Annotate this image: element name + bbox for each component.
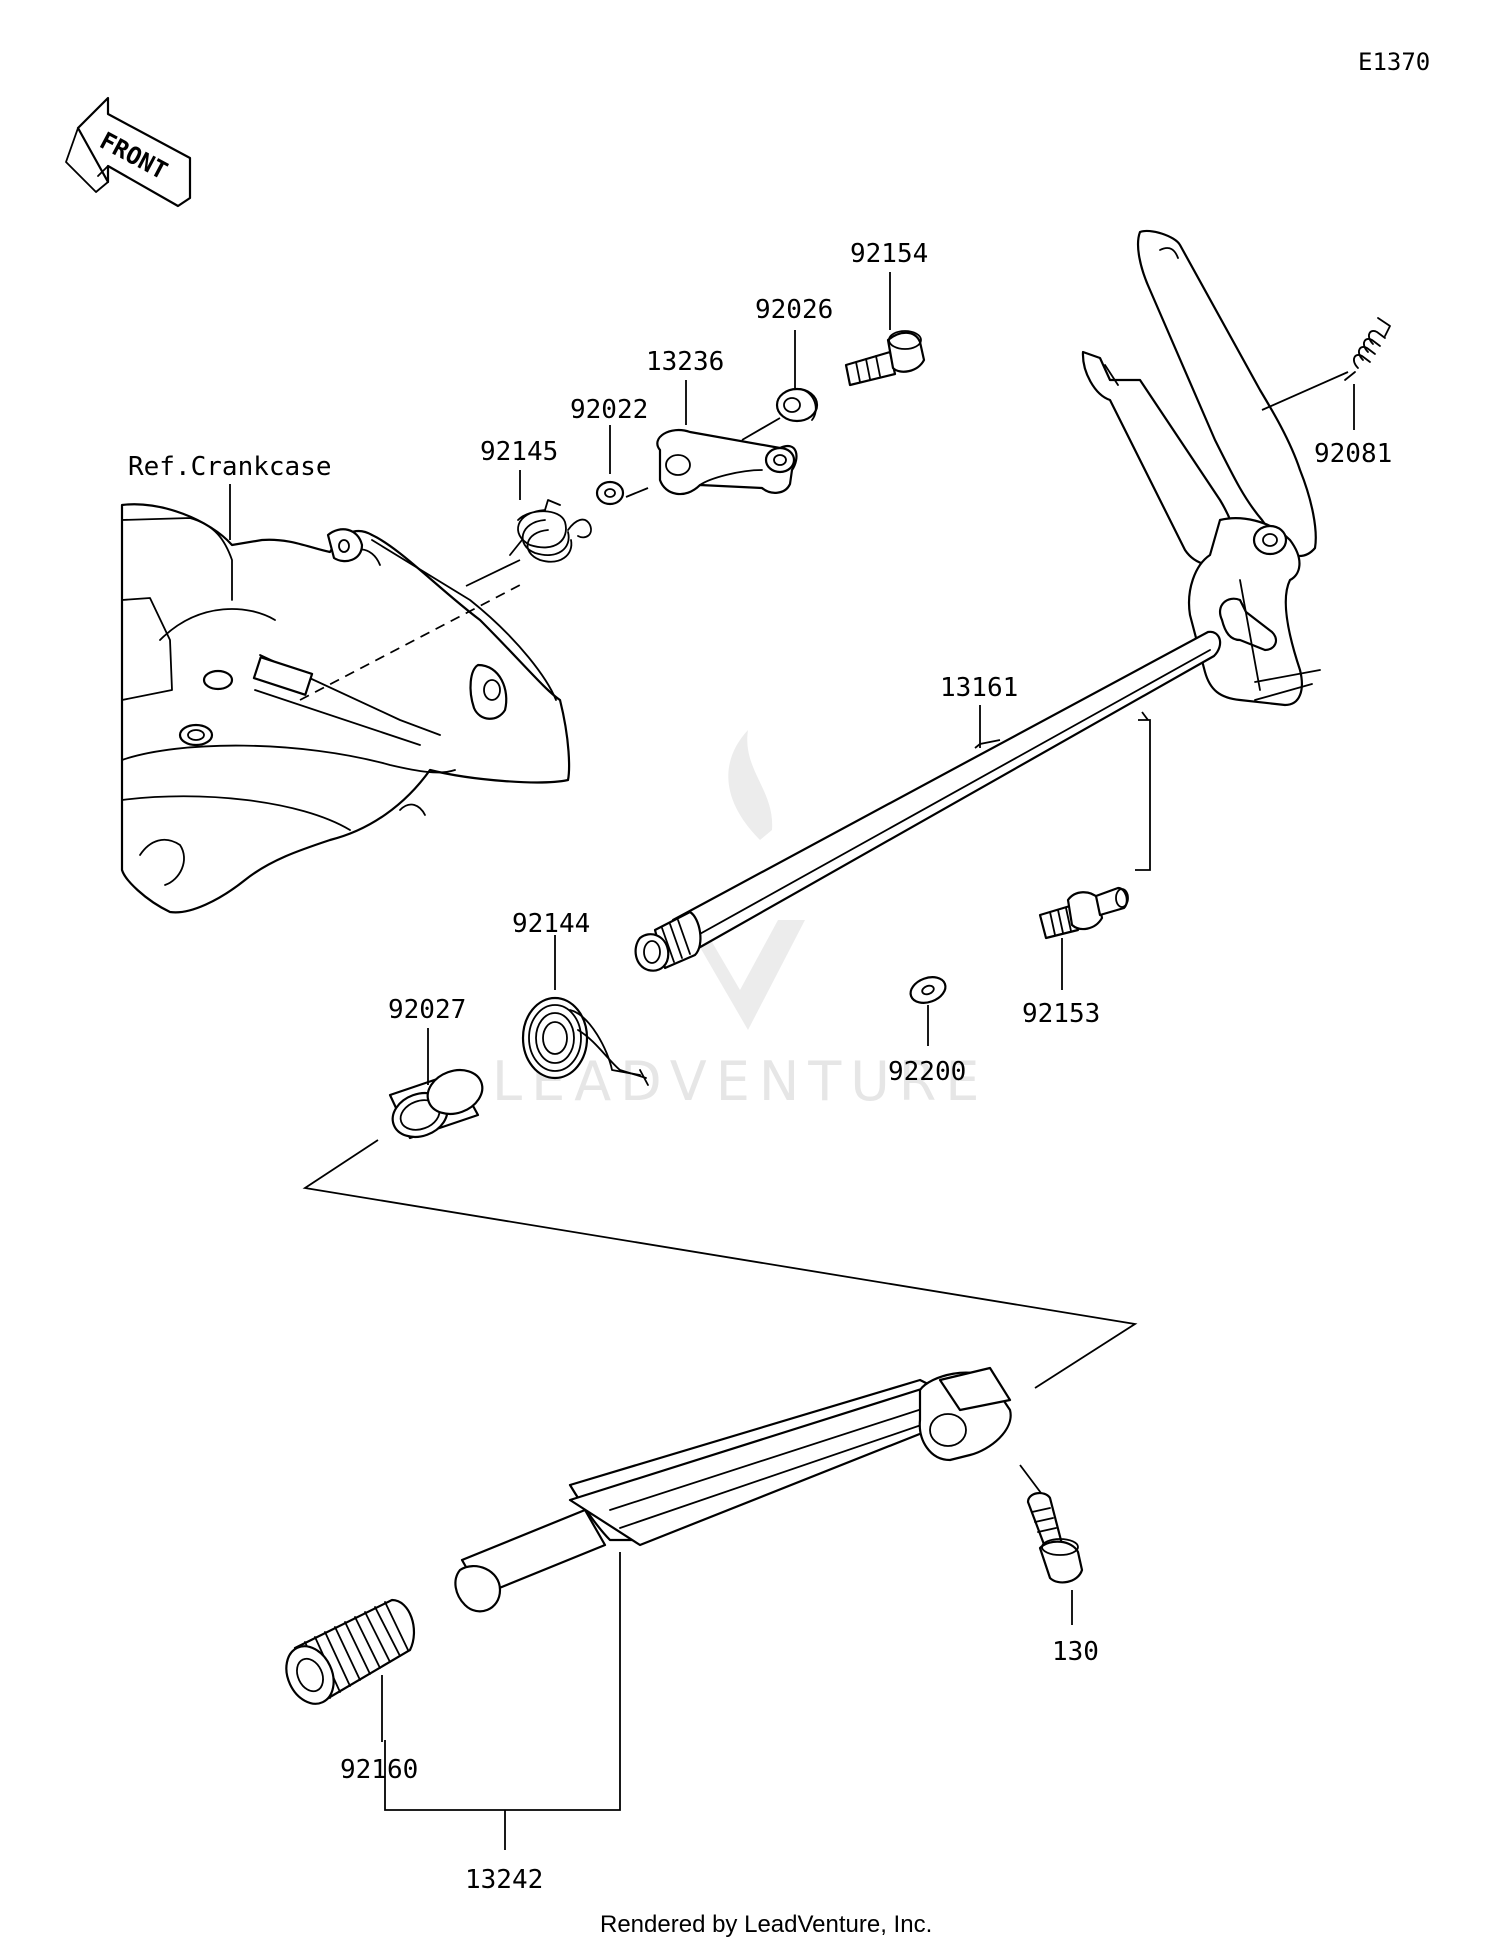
bolt-92154 (844, 330, 926, 387)
diagram-code: E1370 (1358, 48, 1430, 76)
link-13236 (656, 429, 798, 496)
label-92200: 92200 (888, 1057, 966, 1087)
label-92027: 92027 (388, 995, 466, 1025)
label-130: 130 (1052, 1637, 1099, 1667)
label-92145: 92145 (480, 437, 558, 467)
spring-92144 (521, 996, 649, 1086)
label-92144: 92144 (512, 909, 590, 939)
label-92154: 92154 (850, 239, 928, 269)
spring-92145 (509, 499, 592, 563)
bolt-130 (1026, 1492, 1084, 1584)
spring-92081 (1344, 317, 1391, 381)
washer-92026 (775, 387, 819, 423)
label-92160: 92160 (340, 1755, 418, 1785)
label-13242: 13242 (465, 1865, 543, 1895)
label-13161: 13161 (940, 673, 1018, 703)
stud-92153 (1038, 886, 1129, 940)
crankcase-reference (120, 503, 571, 914)
label-92081: 92081 (1314, 439, 1392, 469)
label-ref-crankcase: Ref.Crankcase (128, 452, 332, 482)
shaft-13161 (634, 630, 1222, 972)
projection-line (299, 584, 521, 701)
front-arrow-icon: FRONT (65, 96, 192, 208)
label-92153: 92153 (1022, 999, 1100, 1029)
collar-92027 (388, 1068, 484, 1140)
pedal-13242 (454, 1366, 1012, 1613)
shift-arm-assembly (1081, 229, 1321, 707)
pedal-rubber-92160 (285, 1598, 415, 1705)
assembly-guide-line (302, 1139, 1138, 1389)
label-92022: 92022 (570, 395, 648, 425)
watermark-logo: LEADVENTURE (492, 730, 979, 1113)
label-92026: 92026 (755, 295, 833, 325)
washer-92200 (909, 976, 947, 1004)
footer-credit: Rendered by LeadVenture, Inc. (600, 1911, 932, 1938)
washer-92022 (595, 480, 625, 506)
label-13236: 13236 (646, 347, 724, 377)
